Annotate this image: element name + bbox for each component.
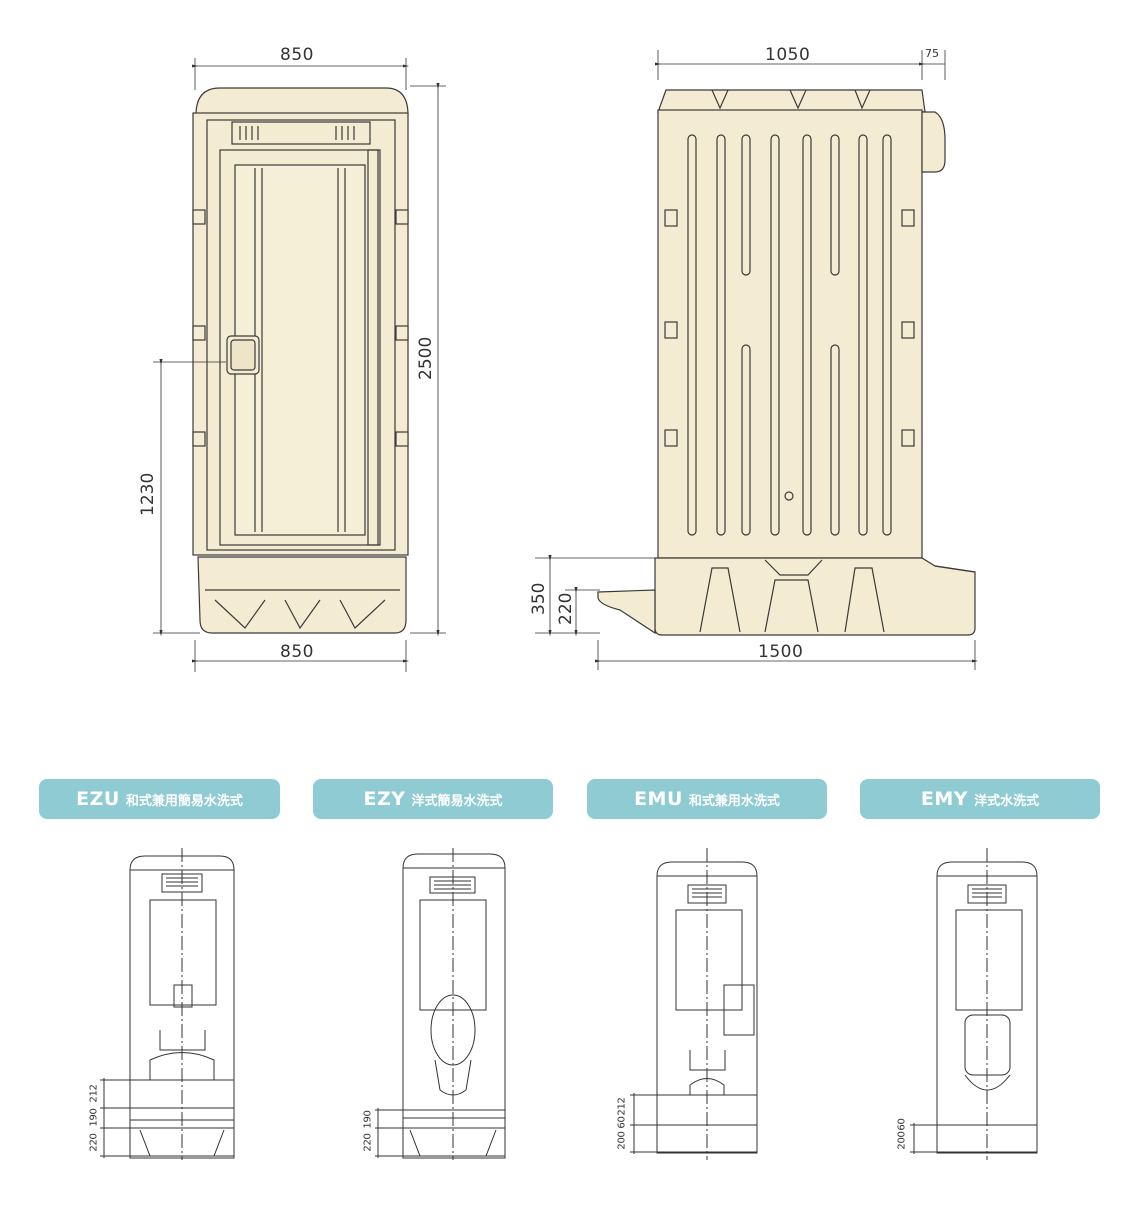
model-type: 和式兼用水洗式 [688, 793, 780, 809]
ezu-dim-190: 190 [88, 1108, 100, 1127]
front-width-top-dim: 850 [280, 45, 314, 65]
side-total-depth-dim: 1500 [758, 642, 804, 662]
model-code: EMU [634, 788, 683, 810]
model-label-emy: EMY 洋式水洗式 [860, 779, 1100, 819]
emu-dim-212: 212 [616, 1097, 628, 1116]
emy-dim-60: 60 [896, 1118, 908, 1131]
ezu-dim-212: 212 [88, 1084, 100, 1103]
handle-height-dim: 1230 [138, 472, 158, 516]
side-view [535, 50, 979, 670]
model-label-ezy: EZY 洋式簡易水洗式 [313, 779, 553, 819]
ezy-dim-220: 220 [362, 1133, 374, 1152]
side-depth-dim: 1050 [765, 45, 811, 65]
model-code: EZU [76, 788, 120, 810]
model-type: 洋式簡易水洗式 [411, 793, 503, 809]
model-code: EZY [363, 788, 406, 810]
model-type: 洋式水洗式 [974, 793, 1040, 809]
emu-drawing [630, 848, 758, 1160]
model-code: EMY [920, 788, 969, 810]
model-label-ezu: EZU 和式兼用簡易水洗式 [39, 779, 280, 819]
front-height-dim: 2500 [416, 336, 436, 380]
model-type: 和式兼用簡易水洗式 [125, 793, 243, 809]
vent-depth-dim: 75 [925, 47, 939, 60]
ezy-drawing [375, 848, 506, 1160]
ezu-drawing [100, 848, 235, 1160]
step-height-dim: 220 [556, 592, 576, 625]
ezu-dim-220: 220 [88, 1133, 100, 1152]
front-width-bottom-dim: 850 [280, 642, 314, 662]
base-height-dim: 350 [529, 582, 549, 615]
model-label-emu: EMU 和式兼用水洗式 [587, 779, 827, 819]
ezy-dim-190: 190 [362, 1110, 374, 1129]
front-view [153, 58, 446, 672]
emy-drawing [910, 848, 1038, 1160]
